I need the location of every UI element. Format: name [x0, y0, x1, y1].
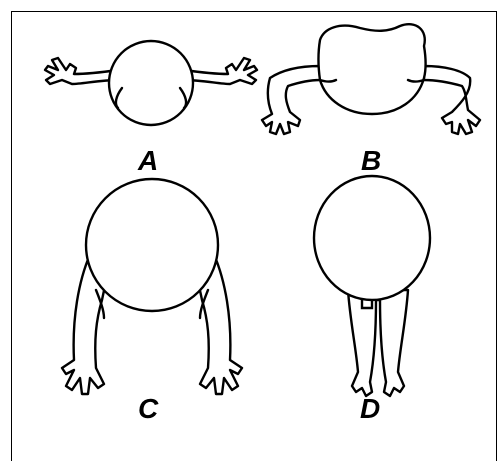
panel-a-figure — [45, 41, 257, 125]
panel-d: D — [314, 176, 430, 424]
figure-canvas: A B C — [0, 0, 503, 450]
panel-d-body — [314, 176, 430, 300]
panel-d-figure — [314, 176, 430, 396]
panel-d-legs — [348, 290, 408, 396]
panel-b-body — [319, 24, 426, 114]
panel-b-label: B — [361, 145, 381, 176]
panel-c-figure — [62, 179, 242, 394]
panel-d-label: D — [360, 393, 380, 424]
panel-b-figure — [262, 24, 480, 134]
panel-c-label: C — [138, 393, 159, 424]
panel-b-right-arm — [424, 66, 480, 134]
panel-a-label: A — [137, 145, 158, 176]
panel-c-body — [86, 179, 218, 311]
panel-b-left-arm — [262, 66, 320, 134]
panel-a-left-arm — [45, 58, 118, 84]
panel-c: C — [62, 179, 242, 424]
panel-b: B — [262, 24, 480, 176]
panel-a-body — [109, 41, 193, 125]
panel-a-right-arm — [184, 58, 257, 84]
panel-a: A — [45, 41, 257, 176]
